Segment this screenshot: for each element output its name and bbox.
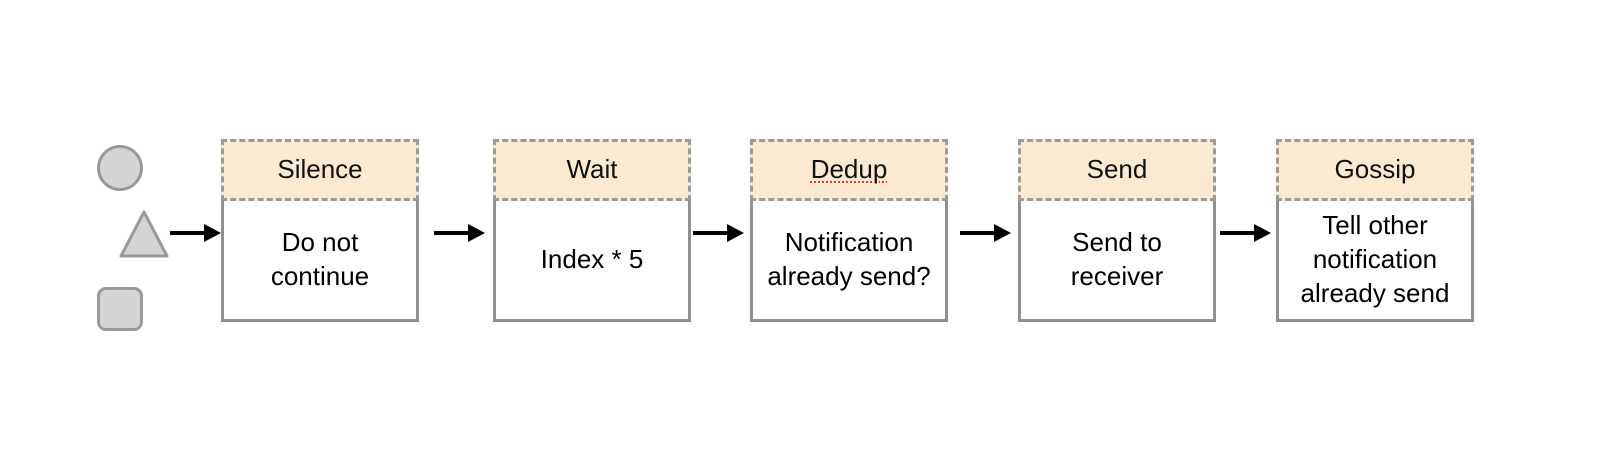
node-silence[interactable]: Silence Do not continue bbox=[221, 139, 419, 322]
arrow-wait-to-dedup bbox=[693, 221, 745, 245]
node-header-label: Dedup bbox=[810, 154, 888, 185]
node-header-dedup[interactable]: Dedup bbox=[750, 139, 948, 201]
node-gossip[interactable]: Gossip Tell other notification already s… bbox=[1276, 139, 1474, 322]
node-header-label: Send bbox=[1086, 154, 1148, 185]
triangle-icon bbox=[118, 209, 170, 259]
node-body-silence: Do not continue bbox=[221, 201, 419, 322]
node-body-send: Send to receiver bbox=[1018, 201, 1216, 322]
rounded-square-icon bbox=[97, 287, 143, 331]
node-body-wait: Index * 5 bbox=[493, 201, 691, 322]
node-header-send[interactable]: Send bbox=[1018, 139, 1216, 201]
node-body-dedup: Notification already send? bbox=[750, 201, 948, 322]
node-send[interactable]: Send Send to receiver bbox=[1018, 139, 1216, 322]
node-header-label: Wait bbox=[566, 154, 618, 185]
arrow-send-to-gossip bbox=[1220, 221, 1272, 245]
arrow-start-to-silence bbox=[170, 221, 222, 245]
node-body-gossip: Tell other notification already send bbox=[1276, 201, 1474, 322]
node-header-label: Silence bbox=[277, 154, 363, 185]
node-header-wait[interactable]: Wait bbox=[493, 139, 691, 201]
arrow-dedup-to-send bbox=[960, 221, 1012, 245]
node-dedup[interactable]: Dedup Notification already send? bbox=[750, 139, 948, 322]
arrow-silence-to-wait bbox=[434, 221, 486, 245]
node-header-label: Gossip bbox=[1334, 154, 1416, 185]
node-header-gossip[interactable]: Gossip bbox=[1276, 139, 1474, 201]
circle-icon bbox=[97, 145, 143, 191]
node-wait[interactable]: Wait Index * 5 bbox=[493, 139, 691, 322]
node-header-silence[interactable]: Silence bbox=[221, 139, 419, 201]
